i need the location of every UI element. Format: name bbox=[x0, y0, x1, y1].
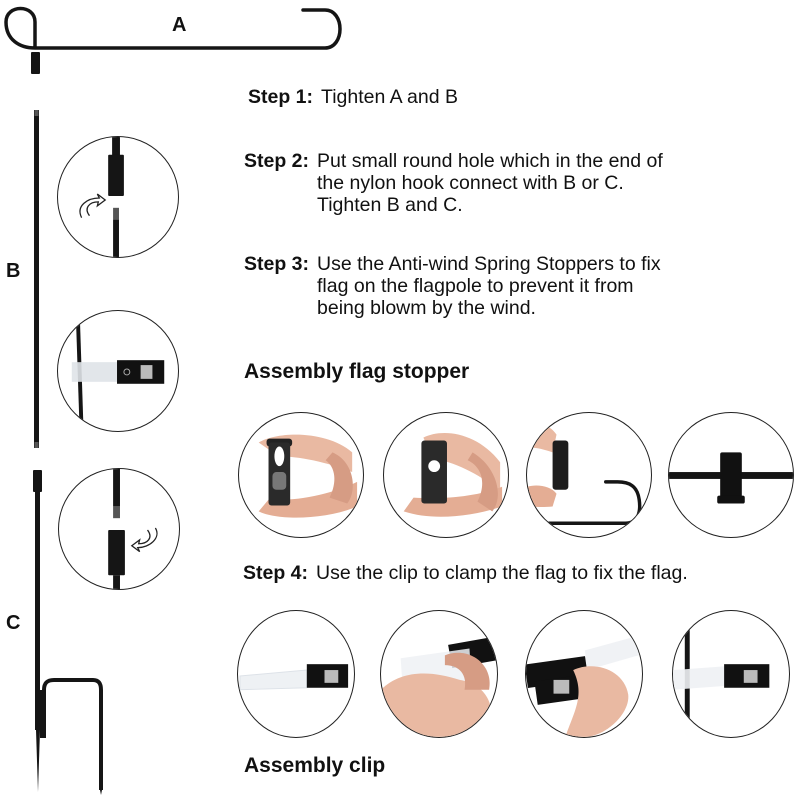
twist-arrow-icon bbox=[79, 193, 107, 218]
part-c-connector bbox=[33, 470, 42, 492]
stopper-photo-2 bbox=[383, 412, 509, 538]
step-2: Step 2: Put small round hole which in th… bbox=[244, 150, 663, 216]
step-2-text: Put small round hole which in the end of… bbox=[317, 150, 663, 216]
step-3-number: Step 3: bbox=[244, 253, 310, 275]
part-c-u-bracket bbox=[42, 678, 103, 790]
twist-arrow-icon bbox=[130, 527, 158, 553]
detail-circle-b-connection bbox=[57, 136, 179, 258]
part-b-pole bbox=[34, 110, 39, 448]
stopper-photo-3 bbox=[526, 412, 652, 538]
part-c-spike bbox=[36, 730, 40, 792]
clip-photo-2 bbox=[380, 610, 498, 738]
clip-photo-1 bbox=[237, 610, 355, 738]
clip-photo-3 bbox=[525, 610, 643, 738]
part-b-label: B bbox=[6, 260, 21, 282]
step-4-number: Step 4: bbox=[243, 562, 309, 584]
step-4: Step 4: Use the clip to clamp the flag t… bbox=[243, 562, 688, 584]
cord-stopper bbox=[552, 440, 569, 490]
clip-photo-4 bbox=[672, 610, 790, 738]
part-a-connector bbox=[31, 52, 40, 74]
clip-heading: Assembly clip bbox=[244, 754, 386, 777]
step-3: Step 3: Use the Anti-wind Spring Stopper… bbox=[244, 253, 661, 319]
step-4-text: Use the clip to clamp the flag to fix th… bbox=[316, 562, 688, 584]
detail-circle-b-clip bbox=[57, 310, 179, 432]
part-b-thread-top bbox=[34, 110, 39, 116]
stopper-heading: Assembly flag stopper bbox=[244, 360, 470, 383]
detail-circle-c-connection bbox=[58, 468, 180, 590]
step-1: Step 1: Tighten A and B bbox=[248, 86, 458, 108]
step-2-number: Step 2: bbox=[244, 150, 310, 172]
part-c-pole bbox=[35, 490, 40, 730]
part-b-thread-bottom bbox=[34, 442, 39, 448]
stopper-photo-4 bbox=[668, 412, 794, 538]
part-c-label: C bbox=[6, 612, 21, 634]
cord-stopper bbox=[720, 452, 742, 500]
step-3-text: Use the Anti-wind Spring Stoppers to fix… bbox=[317, 253, 661, 319]
step-1-text: Tighten A and B bbox=[321, 86, 458, 108]
part-c-spike-2 bbox=[99, 785, 103, 795]
part-a-arm bbox=[4, 6, 342, 50]
part-a-label: A bbox=[172, 14, 187, 36]
stopper-photo-1 bbox=[238, 412, 364, 538]
part-c-bracket-weld bbox=[40, 690, 46, 738]
step-1-number: Step 1: bbox=[248, 86, 314, 108]
